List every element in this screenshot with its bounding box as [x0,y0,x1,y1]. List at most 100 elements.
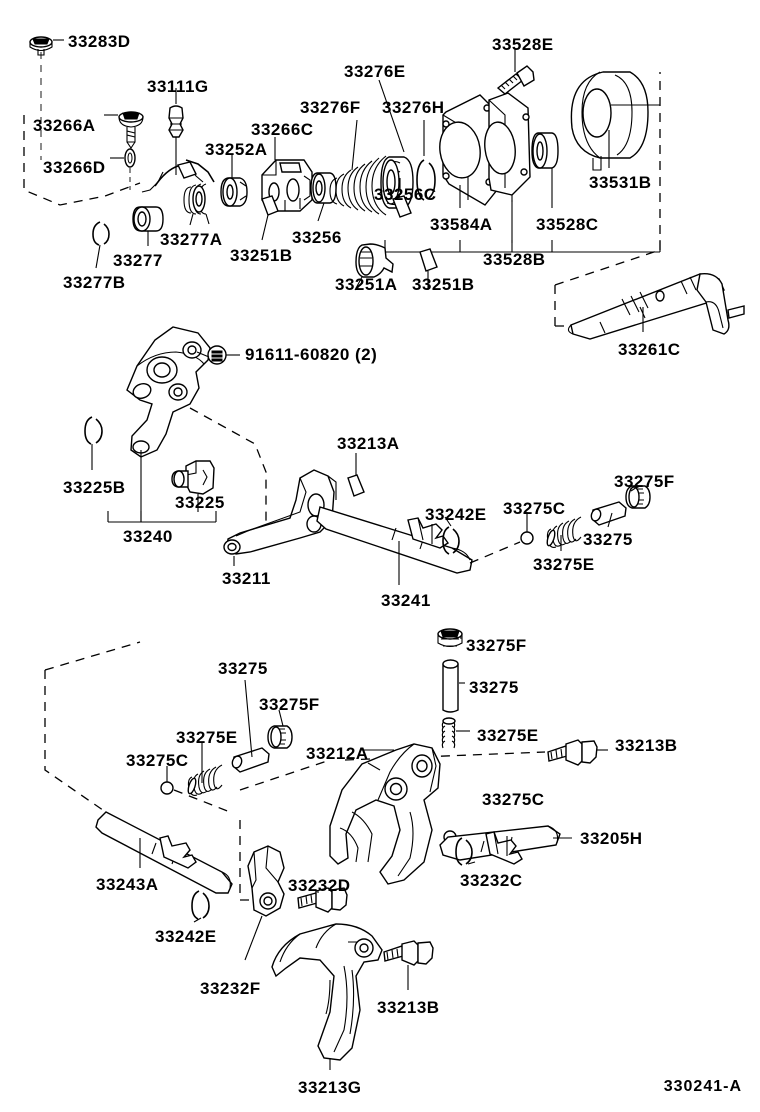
group-bottom-assembly [44,628,608,1070]
part-33261C-rail [567,273,745,340]
part-label-33276f: 33276F [300,98,361,117]
part-33256 [310,172,337,204]
part-33275E-spring-mid [546,516,582,548]
part-label-33275c: 33275C [482,790,545,809]
part-label-33213g: 33213G [298,1078,362,1097]
group-mid-assembly [84,326,651,585]
part-33528C-bearing [531,132,559,169]
part-33205H-rail [439,825,561,865]
part-label-33275c: 33275C [126,751,189,770]
part-33225-fitting [171,460,215,495]
part-label-33275f: 33275F [614,472,675,491]
part-33276F-spring [329,155,387,216]
part-33251B-pin2 [419,248,438,272]
part-33232C-clip [455,837,473,866]
part-33276H-ring [416,159,436,201]
part-label-33256: 33256 [292,228,342,247]
part-33531B-cap [570,71,649,171]
part-33275-sleeve-bc [442,659,459,713]
part-33232F-bracket [247,845,285,917]
part-33275F-plug-mid [625,485,651,509]
part-label-33242e: 33242E [425,505,487,524]
part-label-33251b: 33251B [412,275,475,294]
part-label-33275: 33275 [469,678,519,697]
part-label-33232f: 33232F [200,979,261,998]
part-label-33251a: 33251A [335,275,398,294]
figure-code: 330241-A [663,1078,742,1095]
part-33275C-ball-mid [520,531,534,545]
part-33213A-pin [347,474,365,497]
part-label-33275: 33275 [218,659,268,678]
part-label-33213b: 33213B [377,998,440,1017]
part-label-33276e: 33276E [344,62,406,81]
part-label-33266d: 33266D [43,158,106,177]
part-label-33251b: 33251B [230,246,293,265]
part-33213B-bolt-br [547,739,598,766]
part-33275-sleeve-bl [231,747,270,773]
part-label-33584a: 33584A [430,215,493,234]
part-label-33531b: 33531B [589,173,652,192]
part-33242E-clip-bl [191,890,210,920]
part-33528B-housing [484,92,531,202]
part-33241-rail [316,506,473,574]
part-33213B-bolt-b [383,940,434,966]
part-label-91611-60820--2-: 91611-60820 (2) [245,345,378,364]
part-33275F-plug-bl [267,725,293,749]
part-label-33275f: 33275F [466,636,527,655]
part-33232D-bolt [297,887,348,913]
part-label-33225: 33225 [175,493,225,512]
group-top-assembly [23,36,745,340]
part-label-33277a: 33277A [160,230,223,249]
part-33240-bracket [126,326,211,458]
part-label-33275: 33275 [583,530,633,549]
part-label-33283d: 33283D [68,32,131,51]
part-label-33213b: 33213B [615,736,678,755]
part-label-33261c: 33261C [618,340,681,359]
part-33256C-pin [392,195,412,218]
part-33111G [168,105,184,175]
part-33213G-fork [271,923,383,1061]
part-33275-sleeve-mid [590,501,627,526]
part-label-33276h: 33276H [382,98,445,117]
part-33212A-fork [329,743,441,885]
part-label-33277b: 33277B [63,273,126,292]
part-label-33266a: 33266A [33,116,96,135]
part-label-33241: 33241 [381,591,431,610]
part-label-33528b: 33528B [483,250,546,269]
part-33242E-clip-mid [442,526,460,555]
part-33277A [183,183,207,215]
part-label-33256c: 33256C [374,185,437,204]
part-label-33213a: 33213A [337,434,400,453]
part-33275E-spring-bl [187,764,223,796]
part-label-33277: 33277 [113,251,163,270]
part-33266C-housing [141,159,215,193]
part-33266C [261,159,313,212]
part-33266A [118,111,144,149]
part-label-33528e: 33528E [492,35,554,54]
part-label-33266c: 33266C [251,120,314,139]
part-91611-bolt [207,345,240,365]
part-label-33240: 33240 [123,527,173,546]
part-label-33275e: 33275E [176,728,238,747]
part-label-33212a: 33212A [306,744,369,763]
part-33277B [92,221,110,246]
part-label-33275f: 33275F [259,695,320,714]
part-33275E-spring-bc [441,717,456,749]
part-label-33275c: 33275C [503,499,566,518]
part-33275C-ball-bl [160,781,174,795]
part-label-33232c: 33232C [460,871,523,890]
part-33277 [132,206,164,232]
part-label-33528c: 33528C [536,215,599,234]
part-33276E-boot [380,156,414,209]
part-label-33111g: 33111G [147,77,209,96]
part-label-33232d: 33232D [288,876,351,895]
part-label-33205h: 33205H [580,829,643,848]
part-33275F-plug-bc [437,628,463,648]
part-label-33252a: 33252A [205,140,268,159]
part-33225B-clip [84,416,103,445]
part-33251B-pin1 [261,195,279,216]
part-label-33243a: 33243A [96,875,159,894]
part-33211-lever [223,469,337,555]
